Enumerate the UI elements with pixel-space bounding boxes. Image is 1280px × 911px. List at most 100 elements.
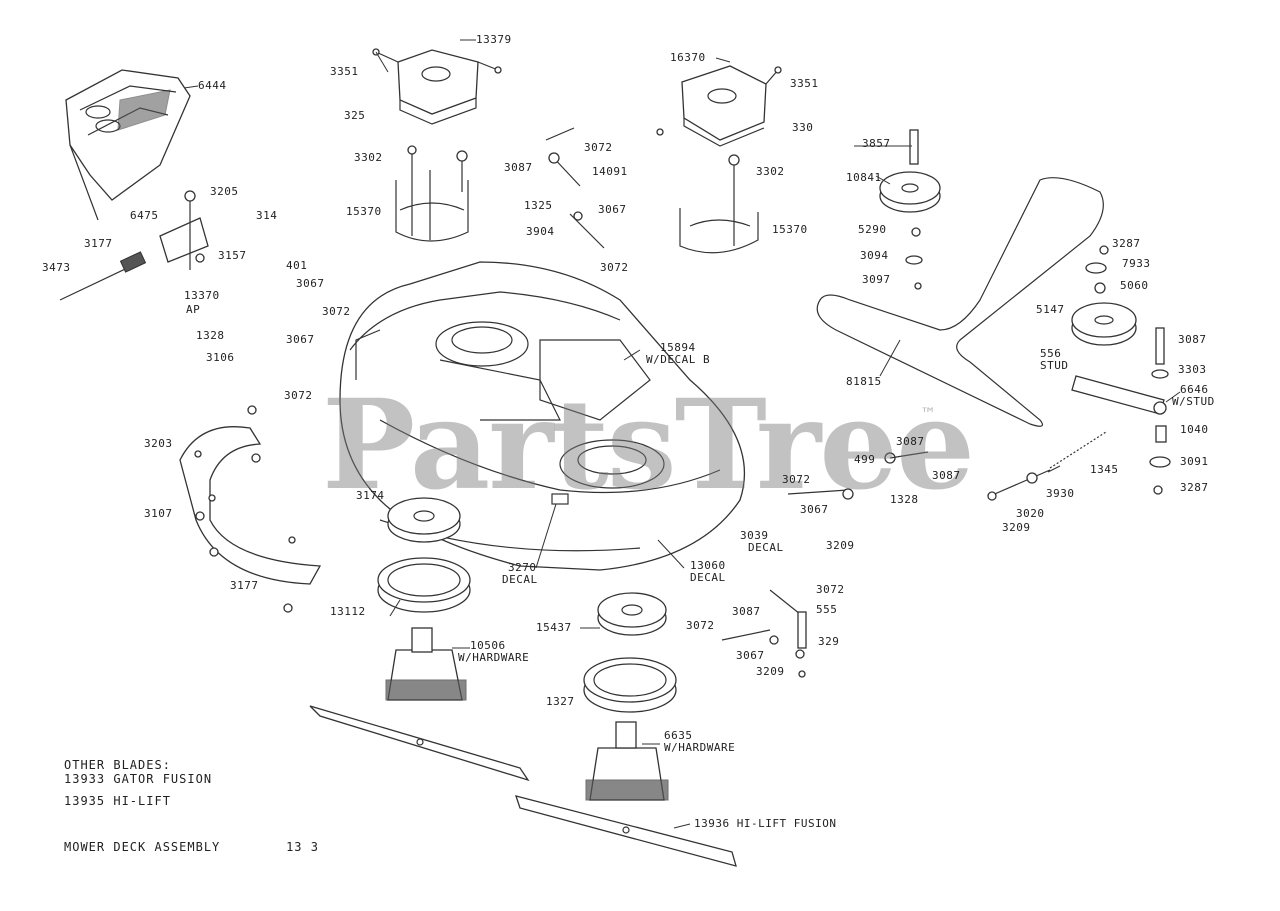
part-label-5060[interactable]: 5060: [1120, 279, 1149, 292]
part-label-1345[interactable]: 1345: [1090, 463, 1119, 476]
tension-spring: [987, 431, 1107, 501]
part-label-3287-b[interactable]: 3287: [1180, 481, 1209, 494]
part-label-329[interactable]: 329: [818, 635, 840, 648]
part-label-3473[interactable]: 3473: [42, 261, 71, 274]
part-label-3904[interactable]: 3904: [526, 225, 555, 238]
part-label-w-decal-b[interactable]: W/DECAL B: [646, 353, 711, 366]
part-label-556[interactable]: 556: [1040, 347, 1062, 360]
part-label-decal-3[interactable]: DECAL: [690, 571, 726, 584]
part-label-3302[interactable]: 3302: [354, 151, 383, 164]
part-label-3039[interactable]: 3039: [740, 529, 769, 542]
part-label-10506[interactable]: 10506: [470, 639, 506, 652]
part-label-1040[interactable]: 1040: [1180, 423, 1209, 436]
mount-bracket-left: [395, 145, 469, 242]
part-label-3097[interactable]: 3097: [862, 273, 891, 286]
part-label-3203[interactable]: 3203: [144, 437, 173, 450]
spindle-10506: [385, 627, 467, 701]
part-label-13370[interactable]: 13370: [184, 289, 220, 302]
part-label-3072-g[interactable]: 3072: [686, 619, 715, 632]
part-label-3067-c[interactable]: 3067: [286, 333, 315, 346]
mower-deck-shell: [339, 261, 746, 571]
part-label-3091[interactable]: 3091: [1180, 455, 1209, 468]
part-label-3209-c[interactable]: 3209: [756, 665, 785, 678]
part-label-3087-d[interactable]: 3087: [932, 469, 961, 482]
part-label-13112[interactable]: 13112: [330, 605, 366, 618]
part-label-15437[interactable]: 15437: [536, 621, 572, 634]
part-label-3157[interactable]: 3157: [218, 249, 247, 262]
part-label-3067-d[interactable]: 3067: [800, 503, 829, 516]
part-label-7933[interactable]: 7933: [1122, 257, 1151, 270]
part-label-3930[interactable]: 3930: [1046, 487, 1075, 500]
part-label-3303[interactable]: 3303: [1178, 363, 1207, 376]
part-label-3351[interactable]: 3351: [330, 65, 359, 78]
part-label-3072[interactable]: 3072: [584, 141, 613, 154]
part-label-3087[interactable]: 3087: [504, 161, 533, 174]
part-label-14091[interactable]: 14091: [592, 165, 628, 178]
part-label-3072-e[interactable]: 3072: [782, 473, 811, 486]
part-label-325[interactable]: 325: [344, 109, 366, 122]
part-label-3209[interactable]: 3209: [826, 539, 855, 552]
part-label-3087-e[interactable]: 3087: [732, 605, 761, 618]
part-label-3067-e[interactable]: 3067: [736, 649, 765, 662]
part-label-3205[interactable]: 3205: [210, 185, 239, 198]
part-label-decal-2[interactable]: DECAL: [502, 573, 538, 586]
part-label-1328[interactable]: 1328: [196, 329, 225, 342]
part-label-3177-b[interactable]: 3177: [230, 579, 259, 592]
part-label-6475[interactable]: 6475: [130, 209, 159, 222]
part-label-w-hardware-2[interactable]: W/HARDWARE: [664, 741, 736, 754]
part-label-3857[interactable]: 3857: [862, 137, 891, 150]
part-label-5147[interactable]: 5147: [1036, 303, 1065, 316]
part-label-3094[interactable]: 3094: [860, 249, 889, 262]
part-label-314[interactable]: 314: [256, 209, 278, 222]
part-label-decal-1[interactable]: DECAL: [748, 541, 784, 554]
part-label-3177[interactable]: 3177: [84, 237, 113, 250]
part-label-15894[interactable]: 15894: [660, 341, 696, 354]
hi-lift-note: 13935 HI-LIFT: [64, 794, 171, 808]
bolt-group-555: [721, 589, 807, 678]
part-label-13936[interactable]: 13936 HI-LIFT FUSION: [694, 817, 837, 830]
part-label-3072-d[interactable]: 3072: [284, 389, 313, 402]
part-label-1328-b[interactable]: 1328: [890, 493, 919, 506]
part-label-555[interactable]: 555: [816, 603, 838, 616]
part-label-ap[interactable]: AP: [186, 303, 201, 316]
part-label-6635[interactable]: 6635: [664, 729, 693, 742]
pulley-5147: [1071, 302, 1137, 346]
part-label-81815[interactable]: 81815: [846, 375, 882, 388]
part-label-5290[interactable]: 5290: [858, 223, 887, 236]
part-label-15370-b[interactable]: 15370: [772, 223, 808, 236]
part-label-3020[interactable]: 3020: [1016, 507, 1045, 520]
part-label-3067[interactable]: 3067: [598, 203, 627, 216]
part-label-1325[interactable]: 1325: [524, 199, 553, 212]
part-label-3072-c[interactable]: 3072: [322, 305, 351, 318]
part-label-13379[interactable]: 13379: [476, 33, 512, 46]
trademark-symbol: ™: [920, 404, 936, 423]
part-label-3072-b[interactable]: 3072: [600, 261, 629, 274]
part-label-499[interactable]: 499: [854, 453, 876, 466]
part-label-3174[interactable]: 3174: [356, 489, 385, 502]
part-label-w-stud[interactable]: W/STUD: [1172, 395, 1215, 408]
part-label-3106[interactable]: 3106: [206, 351, 235, 364]
part-label-3270[interactable]: 3270: [508, 561, 537, 574]
part-label-w-hardware-1[interactable]: W/HARDWARE: [458, 651, 530, 664]
part-label-3072-f[interactable]: 3072: [816, 583, 845, 596]
part-label-3067-b[interactable]: 3067: [296, 277, 325, 290]
pulley-3174: [387, 497, 461, 543]
part-label-13060[interactable]: 13060: [690, 559, 726, 572]
part-label-15370[interactable]: 15370: [346, 205, 382, 218]
part-label-6444[interactable]: 6444: [198, 79, 227, 92]
part-label-3351-b[interactable]: 3351: [790, 77, 819, 90]
part-label-10841[interactable]: 10841: [846, 171, 882, 184]
part-label-3302-b[interactable]: 3302: [756, 165, 785, 178]
part-label-16370[interactable]: 16370: [670, 51, 706, 64]
part-label-3087-b[interactable]: 3087: [1178, 333, 1207, 346]
part-label-stud[interactable]: STUD: [1040, 359, 1069, 372]
part-label-3087-c[interactable]: 3087: [896, 435, 925, 448]
part-label-330[interactable]: 330: [792, 121, 814, 134]
part-label-3107[interactable]: 3107: [144, 507, 173, 520]
part-label-6646[interactable]: 6646: [1180, 383, 1209, 396]
part-label-3209-b[interactable]: 3209: [1002, 521, 1031, 534]
part-label-1327[interactable]: 1327: [546, 695, 575, 708]
part-label-401[interactable]: 401: [286, 259, 308, 272]
part-label-3287[interactable]: 3287: [1112, 237, 1141, 250]
